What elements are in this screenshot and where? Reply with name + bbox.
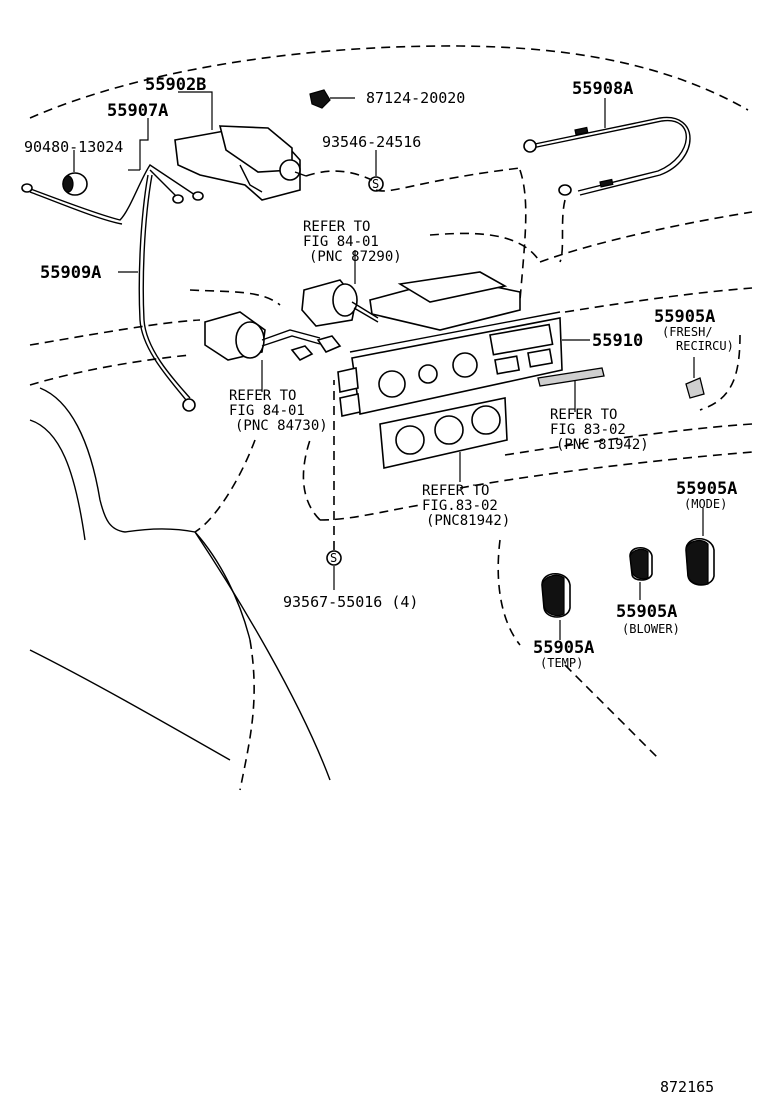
control-cable-55908a bbox=[523, 116, 691, 196]
dashboard-outline bbox=[29, 45, 753, 761]
servo-actuator-55902b bbox=[174, 125, 307, 201]
label-87124-20020: 87124-20020 bbox=[366, 89, 465, 107]
ref-81942a-line3: (PNC 81942) bbox=[556, 437, 649, 453]
figure-number: 872165 bbox=[660, 1078, 714, 1096]
label-55902b: 55902B bbox=[145, 75, 206, 95]
label-93567-55016: 93567-55016 (4) bbox=[283, 593, 418, 611]
ref-84730-line3: (PNC 84730) bbox=[235, 418, 328, 434]
ref-84730-line2: FIG 84-01 bbox=[229, 403, 305, 419]
svg-text:S: S bbox=[330, 551, 337, 565]
heater-control-55910 bbox=[337, 271, 563, 417]
ref-87290-line3: (PNC 87290) bbox=[309, 249, 402, 265]
wire-harness-55909a bbox=[138, 174, 196, 412]
ref-81942b-line1: REFER TO bbox=[422, 483, 489, 499]
label-55905a-mode: 55905A bbox=[676, 479, 737, 499]
sensor-84730 bbox=[204, 311, 342, 362]
label-55905a-fresh: 55905A bbox=[654, 307, 715, 327]
ref-87290-line2: FIG 84-01 bbox=[303, 234, 379, 250]
label-90480-13024: 90480-13024 bbox=[24, 138, 123, 156]
label-93546-24516: 93546-24516 bbox=[322, 133, 421, 151]
ref-87290-line1: REFER TO bbox=[303, 219, 370, 235]
ref-81942a-line1: REFER TO bbox=[550, 407, 617, 423]
grommet-90480 bbox=[62, 172, 88, 196]
part-labels: 55902B 55907A 90480-13024 87124-20020 93… bbox=[24, 75, 737, 1096]
knob-blower bbox=[629, 546, 653, 581]
knob-mode bbox=[685, 537, 715, 586]
sub-mode: (MODE) bbox=[684, 497, 727, 511]
ref-81942a-line2: FIG 83-02 bbox=[550, 422, 626, 438]
ref-81942b-line2: FIG.83-02 bbox=[422, 498, 498, 514]
sub-fresh-line2: RECIRCU) bbox=[676, 339, 734, 353]
ref-81942b-line3: (PNC81942) bbox=[426, 513, 510, 529]
label-55909a: 55909A bbox=[40, 263, 101, 283]
motor-87290 bbox=[301, 279, 379, 327]
connector-87124 bbox=[309, 89, 331, 109]
knob-temp bbox=[541, 572, 571, 618]
body-panel-outline bbox=[29, 387, 331, 791]
sub-temp: (TEMP) bbox=[540, 656, 583, 670]
screw-93567: S bbox=[326, 550, 342, 566]
strip-81942 bbox=[537, 367, 605, 387]
screw-93546: S bbox=[368, 176, 384, 192]
svg-text:S: S bbox=[372, 177, 379, 191]
leader-lines bbox=[73, 91, 704, 640]
control-panel-81942 bbox=[379, 397, 508, 469]
label-55905a-temp: 55905A bbox=[533, 638, 594, 658]
label-55910: 55910 bbox=[592, 331, 643, 351]
label-55908a: 55908A bbox=[572, 79, 633, 99]
label-55907a: 55907A bbox=[107, 101, 168, 121]
ref-84730-line1: REFER TO bbox=[229, 388, 296, 404]
sub-fresh-line1: (FRESH/ bbox=[662, 325, 713, 339]
sub-blower: (BLOWER) bbox=[622, 622, 680, 636]
label-55905a-blower: 55905A bbox=[616, 602, 677, 622]
wire-harness-55907a bbox=[21, 164, 204, 225]
knob-fresh-recircu bbox=[685, 377, 705, 399]
